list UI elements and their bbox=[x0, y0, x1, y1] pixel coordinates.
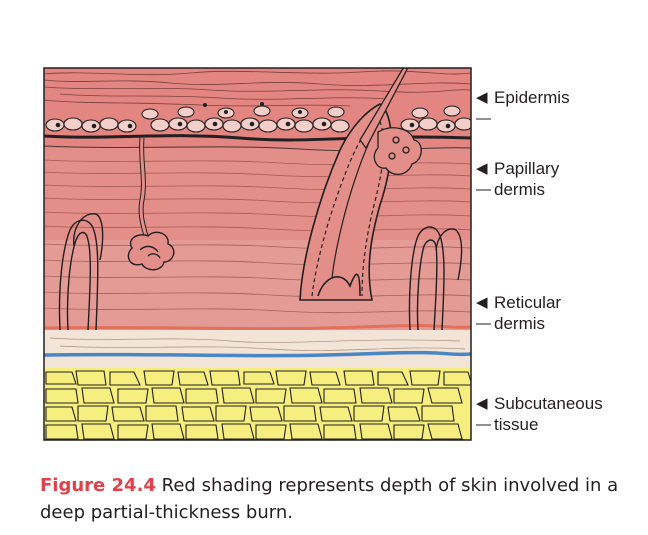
label-reticular-dermis: ◀—Reticular dermis bbox=[476, 292, 561, 334]
label-reticular-line2: dermis bbox=[494, 314, 545, 333]
skin-cross-section-diagram bbox=[0, 0, 648, 460]
label-subcutaneous-tissue: ◀—Subcutaneous tissue bbox=[476, 393, 603, 435]
arrow-left-icon: ◀— bbox=[476, 292, 494, 334]
arrow-left-icon: ◀— bbox=[476, 158, 494, 200]
label-epidermis: ◀—Epidermis bbox=[476, 87, 570, 129]
arrow-left-icon: ◀— bbox=[476, 393, 494, 435]
label-papillary-line1: Papillary bbox=[494, 159, 559, 178]
label-papillary-line2: dermis bbox=[494, 180, 545, 199]
figure-number: Figure 24.4 bbox=[40, 475, 156, 496]
label-epidermis-line1: Epidermis bbox=[494, 88, 570, 107]
reticular-lower-shading bbox=[44, 240, 471, 330]
figure-caption: Figure 24.4 Red shading represents depth… bbox=[40, 472, 640, 526]
label-subcut-line2: tissue bbox=[494, 415, 538, 434]
arrow-left-icon: ◀— bbox=[476, 87, 494, 129]
label-subcut-line1: Subcutaneous bbox=[494, 394, 603, 413]
label-papillary-dermis: ◀—Papillary dermis bbox=[476, 158, 559, 200]
label-reticular-line1: Reticular bbox=[494, 293, 561, 312]
